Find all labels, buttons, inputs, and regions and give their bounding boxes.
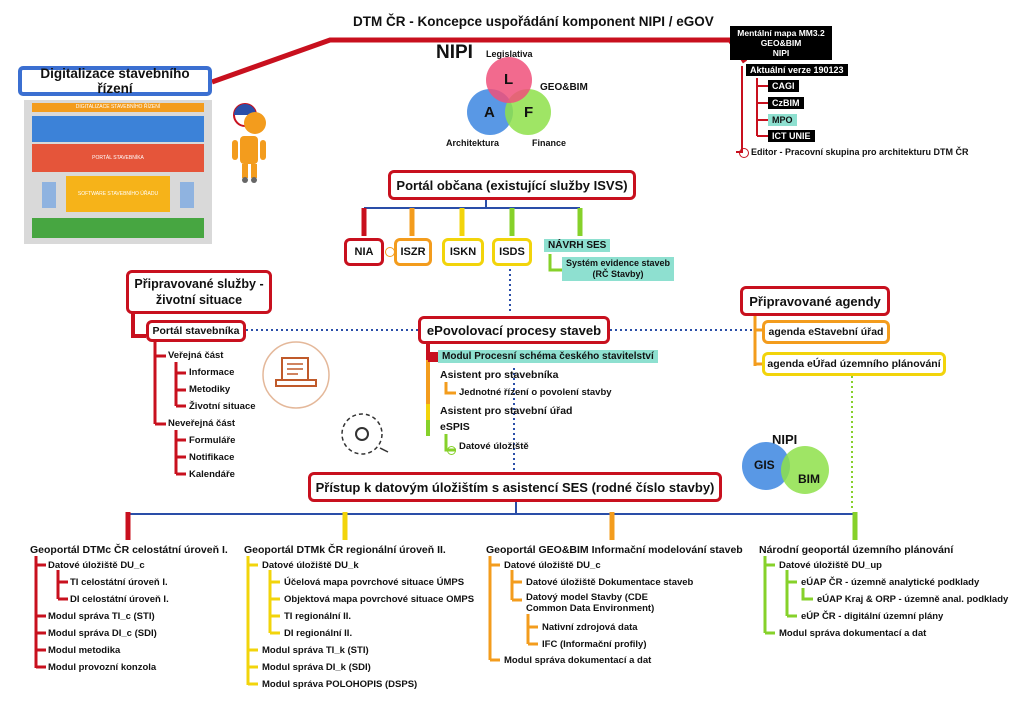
col2-sprava-di: Modul správa DI_k (SDI) (262, 662, 371, 673)
epov-module-marker (428, 352, 438, 362)
venn-finance-label: Finance (532, 138, 567, 148)
portal-stavebnika-box[interactable]: Portál stavebníka (146, 320, 246, 342)
col3-dokumentace: Datové úložiště Dokumentace staveb (526, 577, 694, 588)
col1-ti-c: TI celostátní úroveň I. (70, 577, 168, 588)
portal-tree-formulare: Formuláře (189, 435, 236, 446)
portal-tree-zivotni: Životní situace (189, 401, 256, 412)
col2-polohopis: Modul správa POLOHOPIS (DSPS) (262, 679, 418, 690)
venn-A: A (484, 104, 495, 121)
epov-jednotne-rizeni: Jednotné řízení o povolení stavby (459, 387, 612, 398)
editor-icon (739, 148, 749, 158)
col1-sprava-di: Modul správa DI_c (SDI) (48, 628, 157, 639)
col3-du-c: Datové úložiště DU_c (504, 560, 601, 571)
pripravovane-sluzby-box[interactable]: Připravované služby - životní situace (126, 270, 272, 314)
col2-di-reg: DI regionální II. (284, 628, 353, 639)
col1-metodika: Modul metodika (48, 645, 121, 656)
col2-omps: Objektová mapa povrchové situace OMPS (284, 594, 475, 605)
digitalizace-box[interactable]: Digitalizace stavebního řízení (18, 66, 212, 96)
col4-du-up: Datové úložiště DU_up (779, 560, 882, 571)
venn-legislativa-label: Legislativa (486, 49, 533, 59)
portal-tree-metodiky: Metodiky (189, 384, 231, 395)
venn-L: L (504, 71, 514, 88)
service-iszr[interactable]: ISZR (394, 238, 432, 266)
column-1-title: Geoportál DTMc ČR celostátní úroveň I. (30, 544, 228, 556)
column-3-title: Geoportál GEO&BIM Informační modelování … (486, 544, 743, 556)
epov-espis: eSPIS (440, 421, 470, 433)
nipi2-title: NIPI (772, 432, 798, 447)
epov-module-procesni[interactable]: Modul Procesní schéma českého stavitelst… (438, 350, 658, 363)
col2-du-k: Datové úložiště DU_k (262, 560, 359, 571)
agenda-euzemni[interactable]: agenda eÚřad územního plánování (762, 352, 946, 376)
col4-sprava: Modul správa dokumentací a dat (779, 628, 927, 639)
service-iskn[interactable]: ISKN (442, 238, 484, 266)
col1-di-c: DI celostátní úroveň I. (70, 594, 169, 605)
col1-sprava-ti: Modul správa TI_c (STI) (48, 611, 155, 622)
mental-map-header: Mentální mapa MM3.2 GEO&BIM NIPI (730, 26, 832, 60)
col3-nativni: Nativní zdrojová data (542, 622, 638, 633)
col1-du-c: Datové úložiště DU_c (48, 560, 145, 571)
portal-tree-neverejna: Neveřejná část (168, 418, 236, 429)
thumbnail-software: SOFTWARE STAVEBNÍHO ÚŘADU (66, 176, 170, 212)
col4-euap-cr: eÚAP ČR - územně analytické podklady (801, 577, 980, 588)
venn-geobim-label: GEO&BIM (540, 82, 588, 93)
col3-sprava: Modul správa dokumentací a dat (504, 655, 652, 666)
portal-tree-verejna: Veřejná část (168, 350, 224, 361)
page-title: DTM ČR - Koncepce uspořádání komponent N… (353, 14, 714, 29)
mental-map-item-cagi[interactable]: CAGI (768, 80, 799, 92)
col4-eup-cr: eÚP ČR - digitální územní plány (801, 611, 944, 622)
mental-map-editor: Editor - Pracovní skupina pro architektu… (751, 147, 969, 157)
col4-euap-kraj: eÚAP Kraj & ORP - územně anal. podklady (817, 594, 1009, 605)
thumbnail-header: DIGITALIZACE STAVEBNÍHO ŘÍZENÍ (32, 103, 204, 112)
pristup-box[interactable]: Přístup k datovým úložištím s asistencí … (308, 472, 722, 502)
col1-konzola: Modul provozní konzola (48, 662, 157, 673)
venn-architektura-label: Architektura (446, 138, 500, 148)
col2-umps: Účelová mapa povrchové situace ÚMPS (284, 577, 465, 588)
portal-obcana-box[interactable]: Portál občana (existující služby ISVS) (388, 170, 636, 200)
thumbnail-arrow-right (180, 182, 194, 208)
epov-asistent-stavebnika: Asistent pro stavebníka (440, 369, 559, 381)
venn-F: F (524, 104, 534, 121)
portal-tree-kalendare: Kalendáře (189, 469, 235, 480)
nipi2-bim: BIM (798, 472, 820, 486)
system-evidence-tag[interactable]: Systém evidence staveb (RČ Stavby) (562, 257, 675, 281)
nipi-title: NIPI (436, 42, 473, 63)
thumbnail-green-row (32, 218, 204, 238)
nipi2-gis: GIS (754, 458, 775, 472)
mental-map-version: Aktuální verze 190123 (746, 64, 848, 76)
thumbnail-arrow-left (42, 182, 56, 208)
portal-tree-notifikace: Notifikace (189, 452, 235, 463)
epov-datove-uloziste: Datové úložiště (459, 441, 529, 452)
pripravovane-agendy-box[interactable]: Připravované agendy (740, 286, 890, 316)
column-2-title: Geoportál DTMk ČR regionální úroveň II. (244, 544, 446, 556)
col2-sprava-ti: Modul správa TI_k (STI) (262, 645, 369, 656)
mental-map-item-mpo[interactable]: MPO (768, 114, 797, 126)
navrh-ses-tag[interactable]: NÁVRH SES (544, 239, 611, 252)
thumbnail-blue-panel (32, 116, 204, 142)
mental-map-item-czbim[interactable]: CzBIM (768, 97, 804, 109)
col3-ifc: IFC (Informační profily) (542, 639, 647, 650)
datove-uloziste-icon (447, 446, 456, 455)
column-4-title: Národní geoportál územního plánování (759, 544, 954, 556)
mental-map-item-ict-unie[interactable]: ICT UNIE (768, 130, 815, 142)
service-nia[interactable]: NIA (344, 238, 384, 266)
agenda-estavebni[interactable]: agenda eStavební úřad (762, 320, 890, 344)
thumbnail-image: DIGITALIZACE STAVEBNÍHO ŘÍZENÍ PORTÁL ST… (24, 100, 212, 244)
col2-ti-reg: TI regionální II. (284, 611, 352, 622)
epovolovaci-box[interactable]: ePovolovací procesy staveb (418, 316, 610, 344)
col3-datovy-model: Datový model Stavby (CDE Common Data Env… (526, 592, 655, 614)
thumbnail-portal: PORTÁL STAVEBNÍKA (32, 144, 204, 172)
service-isds[interactable]: ISDS (492, 238, 532, 266)
portal-tree-informace: Informace (189, 367, 235, 378)
epov-asistent-urad: Asistent pro stavební úřad (440, 405, 573, 417)
